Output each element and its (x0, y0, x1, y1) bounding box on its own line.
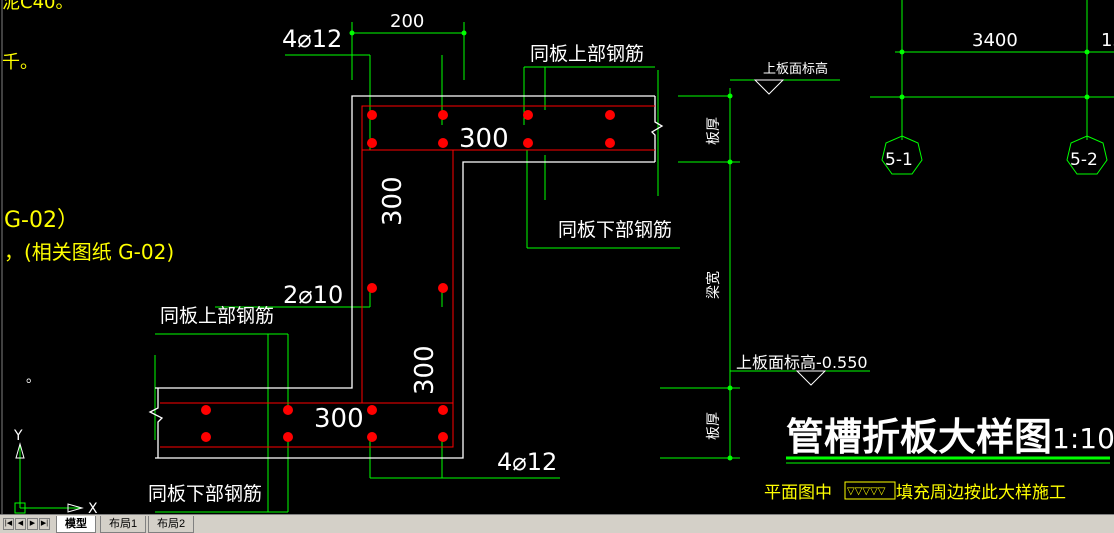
label-same-slab-top-1: 同板上部钢筋 (530, 43, 644, 65)
ucs-x-label: X (88, 501, 98, 514)
note-text-2: 千。 (2, 52, 38, 73)
dim-300-top: 300 (459, 124, 509, 154)
label-beam-width: 梁宽 (705, 271, 722, 299)
ucs-x-arrow-icon (67, 503, 84, 513)
label-elevation-low: 上板面标高-0.550 (736, 353, 868, 372)
section-marker-2[interactable] (1066, 135, 1108, 175)
section-marker-1[interactable] (881, 135, 923, 175)
ucs-y-arrow-icon (15, 442, 25, 459)
first-tab-button[interactable]: |◀ (3, 518, 14, 530)
rebar-dots (201, 110, 615, 442)
rebar-label-mid: 2⌀10 (283, 281, 343, 309)
label-slab-thickness-1: 板厚 (706, 117, 722, 145)
note-dot: 。 (26, 370, 40, 386)
tab-model[interactable]: 模型 (56, 516, 96, 533)
dimension-ticks (349, 30, 1090, 461)
drawing-scale: 1:10 (1052, 422, 1114, 455)
note-text-3: G-02） (4, 208, 79, 233)
section-label-2: 5-2 (1070, 150, 1098, 170)
rebar-label-bottom: 4⌀12 (497, 448, 557, 476)
ucs-y-label: Y (13, 428, 23, 444)
label-elevation-top: 上板面标高 (763, 61, 828, 77)
tab-layout2[interactable]: 布局2 (148, 516, 195, 533)
hatch-legend-box (844, 481, 896, 500)
hatch-legend-pattern: ▽▽▽▽▽ (847, 486, 886, 497)
label-slab-thickness-2: 板厚 (706, 412, 722, 440)
dim-200: 200 (390, 11, 424, 32)
elevation-marker-top (753, 79, 785, 95)
note-suffix: 填充周边按此大样施工 (896, 483, 1066, 503)
rebar-lines (160, 105, 655, 448)
dim-300-vert2: 300 (410, 345, 440, 395)
dim-3400: 3400 (972, 30, 1018, 51)
next-tab-button[interactable]: ▶ (27, 518, 38, 530)
drawing-title: 管槽折板大样图 (786, 415, 1052, 459)
note-prefix: 平面图中 (764, 483, 832, 503)
label-same-slab-bottom-1: 同板下部钢筋 (558, 219, 672, 241)
prev-tab-button[interactable]: ◀ (15, 518, 26, 530)
last-tab-button[interactable]: ▶| (39, 518, 50, 530)
tab-layout1[interactable]: 布局1 (100, 516, 147, 533)
layout-tab-bar: |◀ ◀ ▶ ▶| 模型 布局1 布局2 (0, 514, 1114, 533)
note-text-4: ，(相关图纸 G-02) (4, 240, 174, 264)
section-label-1: 5-1 (885, 150, 913, 170)
label-same-slab-top-2: 同板上部钢筋 (160, 305, 274, 327)
drawing-canvas[interactable]: 泥C40。 千。 G-02） ，(相关图纸 G-02) 。 (0, 0, 1114, 514)
dim-300-vert1: 300 (378, 176, 408, 226)
elevation-marker-low (795, 370, 827, 386)
note-text-1: 泥C40。 (2, 0, 73, 13)
dim-300-bottom: 300 (314, 404, 364, 434)
dim-13: 13 (1101, 30, 1114, 51)
label-same-slab-bottom-2: 同板下部钢筋 (148, 483, 262, 505)
rebar-label-top: 4⌀12 (282, 25, 342, 53)
slab-outline (148, 95, 664, 459)
